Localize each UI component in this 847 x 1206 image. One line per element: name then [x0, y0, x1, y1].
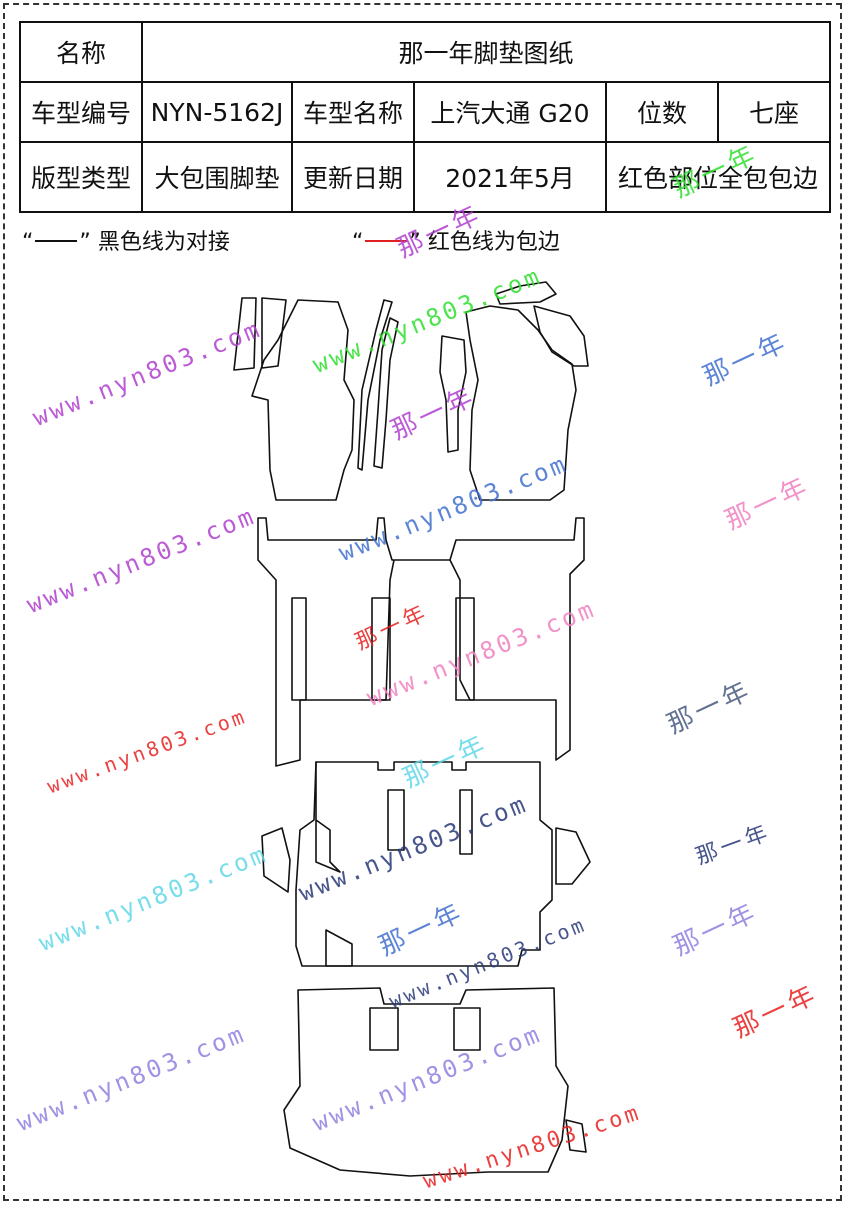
pattern-type-label: 版型类型	[19, 141, 143, 213]
driver-side-strip-left	[233, 297, 257, 371]
name-value: 那一年脚垫图纸	[140, 21, 832, 83]
legend-red: “ ” 红色线为包边	[352, 228, 560, 258]
third-row-mat	[295, 761, 553, 967]
update-date-label: 更新日期	[291, 141, 415, 213]
third-row-right-flap	[555, 827, 591, 885]
spec-table: 名称 那一年脚垫图纸 车型编号 NYN-5162J 车型名称 上汽大通 G20 …	[19, 21, 832, 213]
passenger-front-strip	[439, 335, 467, 453]
red-line-sample	[365, 240, 408, 242]
third-row-left-flap	[261, 827, 291, 893]
driver-side-strip-right	[261, 297, 287, 369]
legend-black-text: 黑色线为对接	[97, 230, 230, 255]
passenger-footwell-mat	[465, 305, 577, 501]
passenger-side-flap	[533, 305, 589, 367]
center-strip-left	[357, 299, 393, 471]
page-border	[3, 3, 842, 1201]
driver-footwell-mat	[251, 299, 355, 501]
seats-value: 七座	[716, 81, 832, 143]
legend-red-close-quote: ”	[409, 230, 421, 255]
legend-black-close-quote: ”	[79, 230, 91, 255]
trunk-right-slot	[453, 1007, 481, 1051]
legend-black: “ ” 黑色线为对接	[22, 228, 230, 258]
trunk-side-flap	[565, 1119, 587, 1153]
third-row-center-slot-2	[459, 789, 473, 855]
name-label: 名称	[19, 21, 143, 83]
second-row-center-slot	[371, 597, 391, 701]
model-code-value: NYN-5162J	[141, 81, 293, 143]
trunk-left-slot	[369, 1007, 399, 1051]
legend-red-open-quote: “	[352, 230, 364, 255]
third-row-center-slot	[387, 789, 405, 851]
model-name-label: 车型名称	[291, 81, 415, 143]
trunk-mat	[283, 987, 569, 1177]
second-row-right-slot	[455, 597, 475, 701]
center-strip-right	[373, 317, 399, 469]
model-name-value: 上汽大通 G20	[413, 81, 607, 143]
pattern-type-value: 大包围脚垫	[141, 141, 293, 213]
update-date-value: 2021年5月	[413, 141, 607, 213]
model-code-label: 车型编号	[19, 81, 143, 143]
passenger-top-tab	[495, 281, 557, 305]
third-row-bottom-notch-left	[325, 929, 353, 967]
note-value: 红色部位全包包边	[604, 141, 832, 213]
legend-black-open-quote: “	[22, 230, 34, 255]
second-row-left-slot	[291, 597, 307, 701]
seats-label: 位数	[605, 81, 719, 143]
legend-red-text: 红色线为包边	[427, 230, 560, 255]
third-row-left-cutout	[315, 761, 341, 873]
black-line-sample	[35, 240, 78, 242]
